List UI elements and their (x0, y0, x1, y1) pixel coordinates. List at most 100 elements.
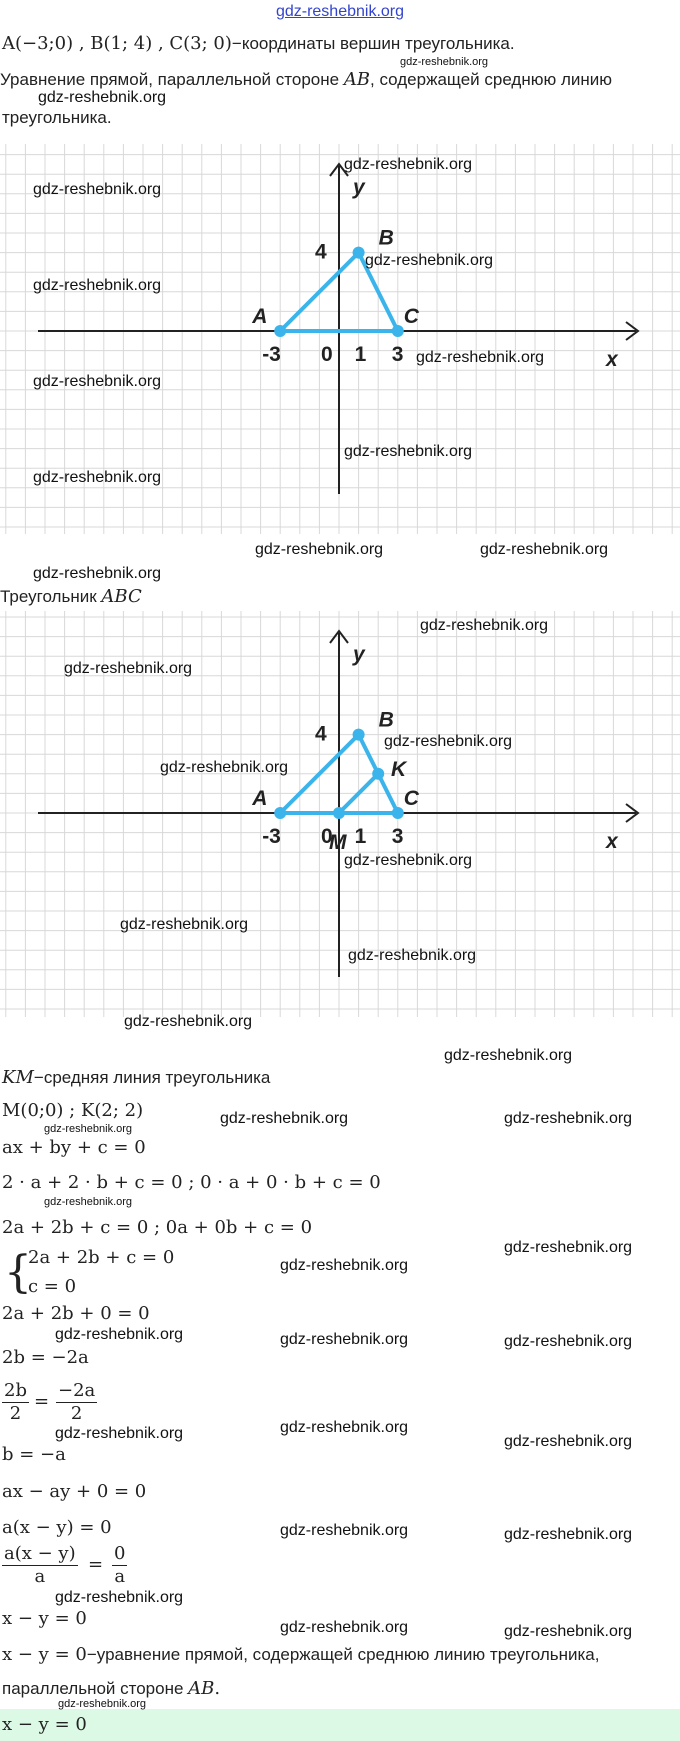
conclusion-1: x − y = 0−уравнение прямой, содержащей с… (2, 1645, 599, 1665)
watermark: gdz-reshebnik.org (400, 56, 489, 68)
point-k (372, 767, 385, 780)
watermark: gdz-reshebnik.org (44, 1196, 133, 1208)
watermark: gdz-reshebnik.org (365, 252, 494, 269)
label-b: B (379, 709, 394, 732)
equals: = (88, 1554, 104, 1575)
triangle-abc (278, 250, 400, 333)
vertices: A(−3;0) , B(1; 4) , C(3; 0) (2, 33, 232, 54)
watermark: gdz-reshebnik.org (504, 1239, 633, 1256)
eq-7: ax − ay + 0 = 0 (2, 1481, 147, 1502)
tick-0: 0 (321, 343, 333, 366)
watermark: gdz-reshebnik.org (344, 852, 473, 869)
tick-4: 4 (315, 241, 327, 264)
km-text: −средняя линия треугольника (33, 1068, 271, 1087)
caption-text: Треугольник (0, 587, 102, 606)
period: . (214, 1678, 221, 1699)
watermark: gdz-reshebnik.org (38, 89, 167, 106)
label-y: y (352, 643, 366, 666)
point-a (274, 807, 287, 819)
label-b: B (379, 227, 394, 250)
y-axis-arrow (329, 629, 349, 644)
tick-3: 3 (392, 825, 404, 848)
answer-box: x − y = 0 (0, 1709, 680, 1741)
answer: x − y = 0 (2, 1714, 87, 1735)
watermark: gdz-reshebnik.org (160, 759, 289, 776)
task-ab: AB (343, 69, 371, 90)
eq-subst: 2 · a + 2 · b + c = 0 ; 0 · a + 0 · b + … (2, 1172, 381, 1193)
vertices-text: −координаты вершин треугольника. (231, 34, 515, 53)
y-axis-arrow (329, 162, 349, 177)
watermark: gdz-reshebnik.org (504, 1623, 633, 1640)
conclusion-2: параллельной стороне AB. (2, 1679, 220, 1699)
watermark: gdz-reshebnik.org (504, 1526, 633, 1543)
tick-1: 1 (355, 343, 367, 366)
watermark: gdz-reshebnik.org (55, 1589, 184, 1606)
den: a (114, 1566, 126, 1587)
watermark: gdz-reshebnik.org (220, 1110, 349, 1127)
task-text-c: треугольника. (2, 108, 112, 127)
point-m (333, 807, 345, 819)
x-axis-arrow (625, 803, 640, 823)
den: a (34, 1566, 46, 1587)
watermark: gdz-reshebnik.org (344, 156, 473, 173)
watermark: gdz-reshebnik.org (280, 1331, 409, 1348)
label-y: y (352, 176, 366, 199)
label-a: A (251, 305, 267, 328)
watermark-link[interactable]: gdz-reshebnik.org (275, 3, 405, 20)
watermark: gdz-reshebnik.org (280, 1619, 409, 1636)
label-a: A (251, 787, 267, 810)
watermark: gdz-reshebnik.org (44, 1123, 133, 1135)
label-k: K (391, 758, 408, 781)
task-text-b: , содержащей среднюю линию (370, 70, 613, 89)
watermark: gdz-reshebnik.org (504, 1433, 633, 1450)
label-c: C (404, 787, 420, 810)
watermark: gdz-reshebnik.org (55, 1326, 184, 1343)
den: 2 (9, 1403, 22, 1424)
watermark: gdz-reshebnik.org (416, 349, 545, 366)
eq-6: b = −a (2, 1444, 66, 1465)
points: M(0;0) ; K(2; 2) (2, 1100, 144, 1121)
watermark: gdz-reshebnik.org (64, 660, 193, 677)
eq-4: 2a + 2b + 0 = 0 (2, 1303, 150, 1324)
watermark: gdz-reshebnik.org (384, 733, 513, 750)
fraction-3: a(x − y)a (2, 1543, 78, 1588)
tick-0: 0 (321, 825, 333, 848)
km: KM (2, 1067, 34, 1088)
label-x: x (605, 830, 619, 853)
num: −2a (56, 1380, 98, 1403)
watermark: gdz-reshebnik.org (33, 277, 162, 294)
tick-3: 3 (392, 343, 404, 366)
midline-km (337, 772, 380, 815)
watermark: gdz-reshebnik.org (33, 469, 162, 486)
system-eq-1: 2a + 2b + c = 0 (28, 1247, 175, 1268)
km-line: KM−средняя линия треугольника (2, 1068, 270, 1088)
watermark: gdz-reshebnik.org (504, 1110, 633, 1127)
watermark: gdz-reshebnik.org (280, 1522, 409, 1539)
watermark: gdz-reshebnik.org (58, 1698, 147, 1710)
conclusion-text-2: параллельной стороне (2, 1679, 189, 1698)
watermark: gdz-reshebnik.org (480, 541, 609, 558)
tick-minus-3: -3 (262, 825, 281, 848)
conclusion-eq: x − y = 0 (2, 1644, 87, 1665)
system-eq-2: c = 0 (28, 1276, 77, 1297)
point-c (391, 325, 404, 337)
eq-9: x − y = 0 (2, 1608, 87, 1629)
equals: = (34, 1391, 50, 1412)
watermark: gdz-reshebnik.org (348, 947, 477, 964)
vertices-line: A(−3;0) , B(1; 4) , C(3; 0)−координаты в… (2, 34, 515, 54)
system-brace: { (4, 1247, 32, 1298)
tick-1: 1 (355, 825, 367, 848)
label-x: x (605, 348, 619, 371)
point-b (352, 246, 365, 259)
den: 2 (70, 1403, 83, 1424)
eq-general: ax + by + c = 0 (2, 1137, 146, 1158)
label-c: C (404, 305, 420, 328)
watermark: gdz-reshebnik.org (33, 565, 162, 582)
watermark: gdz-reshebnik.org (280, 1257, 409, 1274)
eq-5: 2b = −2a (2, 1347, 89, 1368)
